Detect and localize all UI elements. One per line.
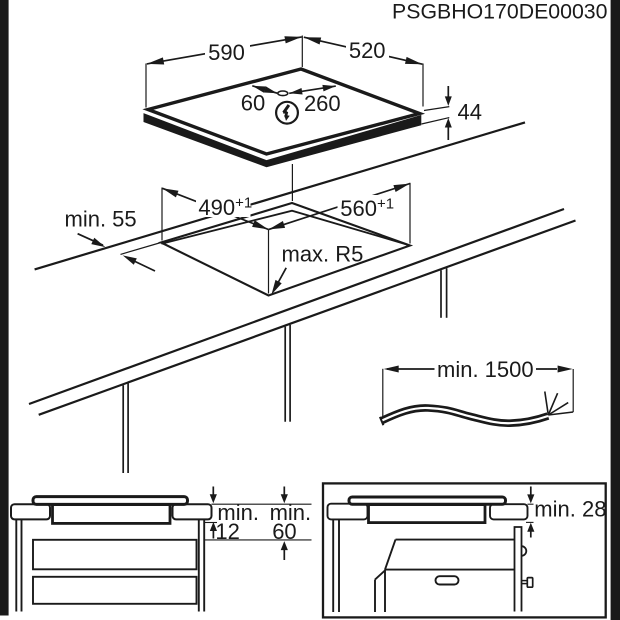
oven-side-edge xyxy=(374,569,386,581)
cable-wire-strand xyxy=(547,401,569,416)
arrowhead xyxy=(209,494,217,504)
cable-wire-strand xyxy=(544,391,550,416)
mains-connection-point xyxy=(276,90,289,97)
arrowhead xyxy=(91,237,106,248)
hob-body-section-2 xyxy=(367,503,487,525)
worktop-right-piece xyxy=(171,503,213,521)
hob-width-label: 590 xyxy=(208,40,245,65)
rear-clearance-label: min. 55 xyxy=(65,207,137,232)
worktop-rear-edge xyxy=(34,121,526,271)
cutout-depth-label: 490+1 xyxy=(198,195,252,221)
cable-wire-strand xyxy=(548,411,574,416)
figure-frame xyxy=(321,482,607,619)
worktop-front-edge-bottom xyxy=(38,219,576,416)
oven-clearance-label: min. 28 xyxy=(534,496,606,521)
arrowhead xyxy=(527,494,535,504)
cutout-opening xyxy=(158,201,414,297)
document-code: PSGBHO170DE00030 xyxy=(392,0,608,24)
hob-glass-section-2 xyxy=(347,495,507,506)
arrowhead xyxy=(252,220,269,230)
worktop-cutout-figure xyxy=(28,121,576,473)
drawer-bottom xyxy=(32,575,198,605)
arrowhead xyxy=(393,183,410,192)
oven-outline xyxy=(374,538,534,612)
arrowhead xyxy=(162,188,179,198)
cutout-width-label: 560+1 xyxy=(340,196,394,222)
arrowhead xyxy=(271,279,282,295)
arrowhead xyxy=(280,494,288,504)
arrowhead xyxy=(268,221,286,230)
drawer-min-value: 60 xyxy=(272,519,296,544)
label-mask xyxy=(196,194,251,217)
cable-core-highlight xyxy=(381,406,549,425)
label-mask xyxy=(346,41,389,60)
drawer-min-label: min. xyxy=(270,500,312,525)
hob-glass-section xyxy=(31,495,189,506)
arrowhead xyxy=(444,118,452,128)
arrowhead xyxy=(263,86,278,94)
arrowhead xyxy=(209,522,217,531)
worktop-front-edge-top xyxy=(28,207,565,406)
arrowhead xyxy=(444,96,452,106)
worktop-right-piece-2 xyxy=(489,503,529,521)
arrowhead xyxy=(405,56,423,65)
cabinet-section-figure xyxy=(10,486,312,612)
worktop-min-value: 12 xyxy=(215,519,239,544)
connection-offset-left-label: 60 xyxy=(241,91,265,116)
cable-length-label: min. 1500 xyxy=(437,357,534,382)
extension-line xyxy=(423,106,450,112)
arrowhead xyxy=(122,255,137,265)
arrowhead xyxy=(252,85,266,93)
mains-cable-figure xyxy=(378,365,574,428)
cable-wire-strand xyxy=(547,392,559,416)
worktop-min-label: min. xyxy=(217,500,259,525)
hob-depth-label: 520 xyxy=(349,38,386,63)
arrowhead xyxy=(303,37,322,45)
hob-body-section xyxy=(51,503,172,525)
worktop-left-piece-2 xyxy=(326,502,369,521)
electrical-connection-icon xyxy=(275,100,300,125)
cutout-edge-extension xyxy=(120,241,162,255)
hob-figure xyxy=(142,35,452,168)
hinge-bump xyxy=(521,545,528,557)
label-mask xyxy=(337,195,408,218)
worktop-left-piece xyxy=(10,503,51,521)
arrowhead xyxy=(527,522,535,532)
arrowhead xyxy=(284,36,302,44)
left-edge-bar xyxy=(0,0,9,616)
oven-top-left-edge xyxy=(384,539,397,570)
oven-handle xyxy=(434,575,460,586)
arrowhead xyxy=(289,88,303,95)
drawer-top xyxy=(32,538,198,571)
oven-clearance-figure xyxy=(321,482,607,619)
arrowhead xyxy=(322,84,336,92)
oven-knob xyxy=(526,576,534,589)
cable-end-cap xyxy=(378,416,385,426)
arrowhead xyxy=(284,114,290,121)
connection-offset-right-label: 260 xyxy=(304,91,341,116)
hob-body-band xyxy=(143,113,422,168)
side-panel xyxy=(513,526,523,612)
arrowhead xyxy=(557,365,573,373)
arrowhead xyxy=(383,365,399,373)
label-mask xyxy=(205,43,250,62)
right-edge-bar xyxy=(610,0,620,620)
corner-radius-label: max. R5 xyxy=(282,242,364,267)
hob-height-label: 44 xyxy=(458,100,482,125)
extension-line xyxy=(421,117,450,125)
arrowhead xyxy=(146,57,165,65)
arrowhead xyxy=(280,541,288,551)
cutout-inner-rim xyxy=(161,209,410,247)
